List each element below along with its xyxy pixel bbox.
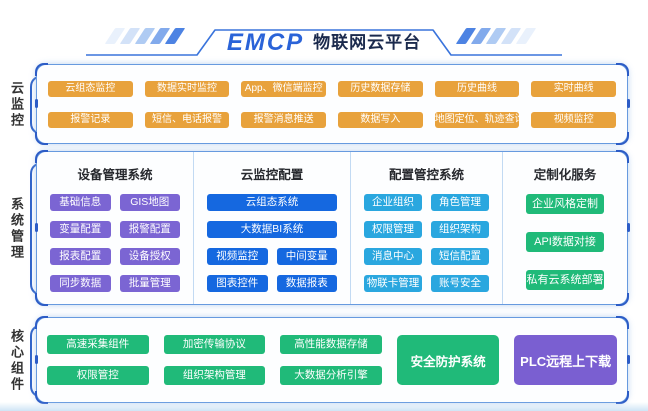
section-label-text: 核心组件 (9, 329, 24, 393)
column-title: 云监控配置 (240, 168, 304, 182)
column-custom-services: 定制化服务 企业风格定制 API数据对接 私有云系统部署 (503, 152, 627, 304)
monitor-button-realtime[interactable]: 数据实时监控 (144, 80, 230, 97)
device-button-variable-config[interactable]: 变量配置 (50, 221, 111, 238)
monitor-button-alarm-push[interactable]: 报警消息推送 (241, 111, 327, 128)
core-button-org-structure-manage[interactable]: 组织架构管理 (163, 366, 266, 385)
custom-button-api-data[interactable]: API数据对接 (526, 232, 604, 252)
monitor-button-video[interactable]: 视频监控 (531, 111, 617, 128)
custom-button-enterprise-style[interactable]: 企业风格定制 (526, 194, 604, 214)
config-button-chart-widget[interactable]: 图表控件 (207, 275, 268, 292)
device-button-basic-info[interactable]: 基础信息 (50, 194, 111, 211)
control-button-org-structure[interactable]: 组织架构 (431, 221, 489, 238)
monitor-button-history-storage[interactable]: 历史数据存储 (338, 80, 423, 97)
core-button-permission-control[interactable]: 权限管控 (47, 366, 149, 385)
config-button-data-report[interactable]: 数据报表 (276, 275, 337, 292)
control-button-iot-card[interactable]: 物联卡管理 (364, 275, 422, 292)
column-title: 定制化服务 (533, 168, 597, 182)
control-button-sms-config[interactable]: 短信配置 (431, 248, 489, 265)
column-cloud-monitor-config: 云监控配置 云组态系统 大数据BI系统 视频监控 中间变量 图表控件 数据报表 (194, 152, 351, 304)
control-button-enterprise-org[interactable]: 企业组织 (364, 194, 422, 211)
system-management-panel: 设备管理系统 基础信息 GIS地图 变量配置 报警配置 报表配置 设备授权 同步… (34, 150, 630, 306)
section-label-text: 系统管理 (9, 197, 24, 261)
monitor-button-data-write[interactable]: 数据写入 (338, 111, 423, 128)
config-button-video-monitor[interactable]: 视频监控 (207, 248, 268, 265)
cloud-monitor-panel: 云组态监控 数据实时监控 App、微信端监控 历史数据存储 历史曲线 实时曲线 … (34, 63, 630, 145)
core-button-bigdata-engine[interactable]: 大数据分析引擎 (280, 366, 382, 385)
core-components-panel: 高速采集组件 权限管控 加密传输协议 组织架构管理 高性能数据存储 大数据分析引… (34, 316, 630, 404)
monitor-button-scada[interactable]: 云组态监控 (48, 80, 133, 97)
device-button-sync-data[interactable]: 同步数据 (50, 275, 111, 292)
control-button-account-safe[interactable]: 账号安全 (431, 275, 489, 292)
monitor-button-app-wechat[interactable]: App、微信端监控 (241, 80, 327, 97)
device-button-gis-map[interactable]: GIS地图 (119, 194, 180, 211)
platform-logo: EMCP 物联网云平台 (0, 31, 648, 55)
custom-button-private-cloud[interactable]: 私有云系统部署 (526, 270, 604, 290)
device-button-device-auth[interactable]: 设备授权 (119, 248, 180, 265)
control-button-message-center[interactable]: 消息中心 (364, 248, 422, 265)
device-button-alarm-config[interactable]: 报警配置 (119, 221, 180, 238)
core-button-security-system[interactable]: 安全防护系统 (396, 335, 500, 385)
logo-emcp: EMCP (226, 29, 305, 56)
column-config-control-system: 配置管控系统 企业组织 角色管理 权限管理 组织架构 消息中心 短信配置 物联卡… (351, 152, 503, 304)
monitor-button-map-track[interactable]: 地图定位、轨迹查询 (434, 111, 520, 128)
core-button-high-perf-storage[interactable]: 高性能数据存储 (280, 335, 382, 354)
core-button-encrypted-protocol[interactable]: 加密传输协议 (163, 335, 266, 354)
column-title: 设备管理系统 (77, 168, 153, 182)
monitor-button-sms-call-alarm[interactable]: 短信、电话报警 (144, 111, 230, 128)
config-button-bigdata-bi[interactable]: 大数据BI系统 (207, 221, 337, 238)
core-button-plc-remote[interactable]: PLC远程上下载 (514, 335, 617, 385)
config-button-scada-system[interactable]: 云组态系统 (207, 194, 337, 211)
device-button-report-config[interactable]: 报表配置 (50, 248, 111, 265)
device-button-batch-manage[interactable]: 批量管理 (119, 275, 180, 292)
header-banner-outline (86, 29, 562, 56)
page-title: 物联网云平台 (313, 33, 422, 52)
control-button-permission[interactable]: 权限管理 (364, 221, 422, 238)
monitor-button-history-curve[interactable]: 历史曲线 (434, 80, 520, 97)
control-button-role-manage[interactable]: 角色管理 (431, 194, 489, 211)
config-button-middle-variable[interactable]: 中间变量 (276, 248, 337, 265)
section-label-text: 云监控 (9, 81, 24, 129)
monitor-button-alarm-record[interactable]: 报警记录 (48, 111, 133, 128)
monitor-button-realtime-curve[interactable]: 实时曲线 (531, 80, 617, 97)
core-button-highspeed-collect[interactable]: 高速采集组件 (47, 335, 149, 354)
column-device-management: 设备管理系统 基础信息 GIS地图 变量配置 报警配置 报表配置 设备授权 同步… (37, 152, 194, 304)
column-title: 配置管控系统 (388, 168, 464, 182)
